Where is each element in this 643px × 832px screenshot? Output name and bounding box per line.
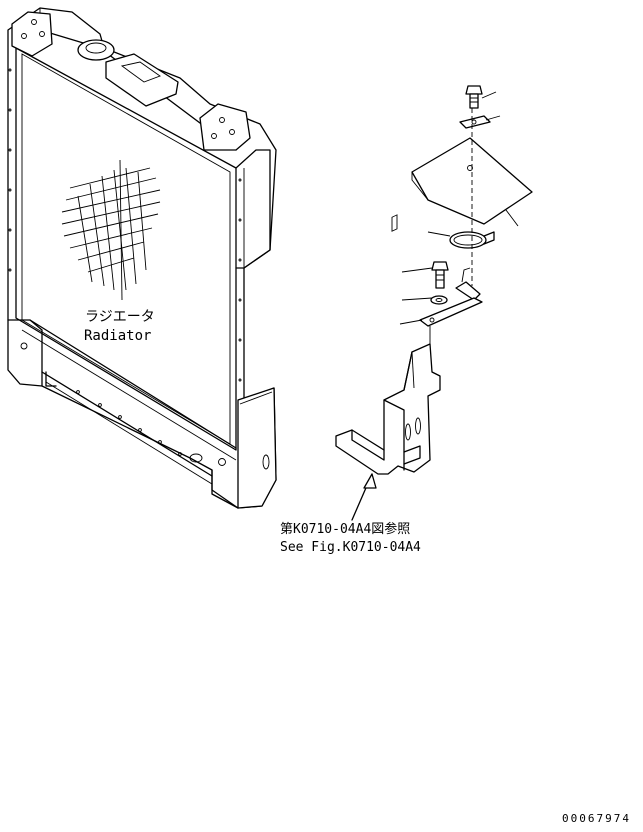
core-mesh [61, 159, 161, 301]
bolt-top [465, 85, 483, 109]
washer-plate-top [459, 115, 491, 129]
washer [430, 295, 448, 305]
hose-clamp [449, 231, 495, 249]
radiator-label-en: Radiator [84, 328, 151, 344]
bolt-side [431, 261, 449, 289]
strip-plate [419, 297, 483, 327]
reference-label-jp: 第K0710-04A4図参照 [280, 521, 410, 537]
cover-bracket-parts [335, 85, 533, 521]
drawing-number: 00067974 [562, 812, 631, 825]
leader-lines [399, 91, 519, 325]
radiator-label-jp: ラジエータ [85, 309, 155, 325]
mounting-bracket [335, 214, 441, 475]
reference-label-en: See Fig.K0710-04A4 [280, 540, 421, 555]
reference-arrow [351, 473, 377, 521]
radiator-assembly [7, 7, 277, 509]
latch-arm [455, 281, 481, 301]
